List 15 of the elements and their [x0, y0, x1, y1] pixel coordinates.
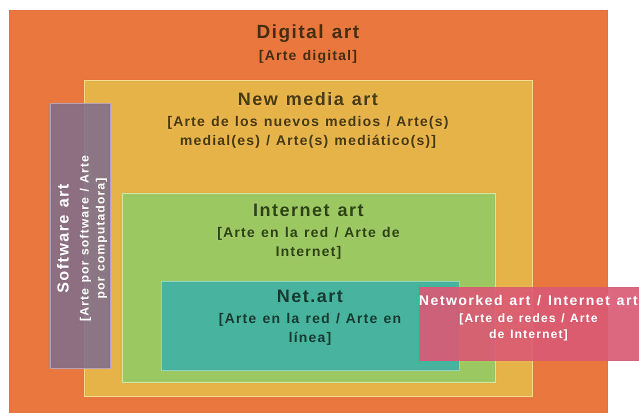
node-subtitle: [Arte de redes / Arte de Internet] [458, 310, 600, 342]
category-box [9, 10, 608, 413]
node-subtitle: [Arte digital] [258, 46, 358, 65]
node-title: Networked art / Internet art [418, 292, 639, 308]
node-title: Software art [55, 182, 74, 292]
node-subtitle: [Arte por software / Arte por computadora] [76, 152, 108, 322]
node-title: New media art [238, 89, 380, 110]
category-box [50, 103, 111, 369]
node-subtitle: [Arte en la red / Arte de Internet] [216, 222, 402, 260]
node-title: Net.art [276, 286, 344, 307]
node-title: Digital art [256, 22, 361, 44]
node-title: Internet art [252, 200, 366, 221]
node-subtitle: [Arte en la red / Arte en línea] [218, 308, 404, 346]
category-box [419, 287, 639, 361]
node-subtitle: [Arte de los nuevos medios / Arte(s) medial(es) / Arte(s) mediático(s)] [166, 112, 451, 150]
